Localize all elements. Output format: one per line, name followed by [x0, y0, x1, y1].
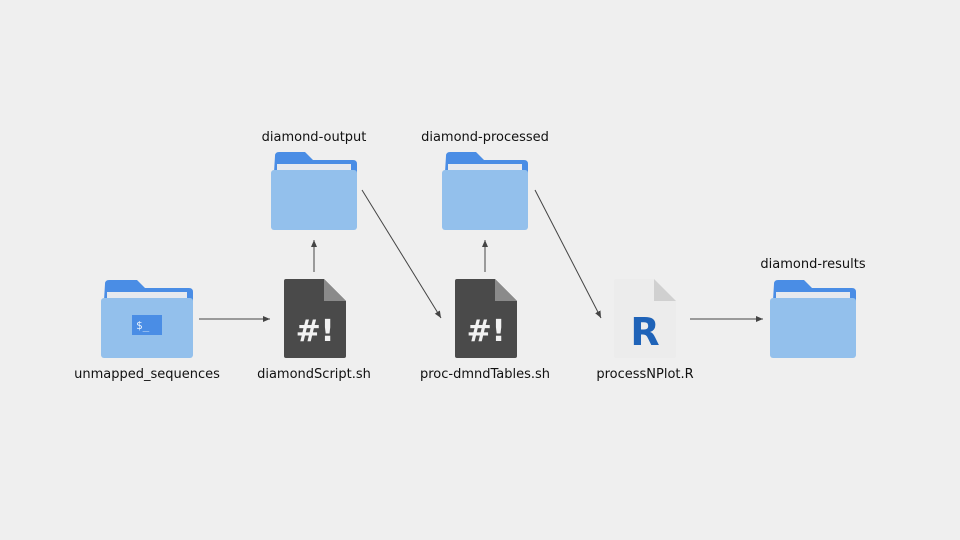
- r-letter-glyph: R: [630, 310, 659, 354]
- node-label: diamond-output: [261, 130, 367, 145]
- terminal-badge-text: $_: [136, 319, 150, 332]
- node-label: unmapped_sequences: [74, 367, 220, 382]
- shebang-glyph: #!: [296, 314, 335, 349]
- shebang-glyph: #!: [467, 314, 506, 349]
- shell-script-file-icon: #!: [284, 279, 346, 358]
- folder-icon: [271, 152, 357, 230]
- folder-icon: [442, 152, 528, 230]
- terminal-folder-icon: $_: [101, 280, 193, 358]
- node-label: diamond-processed: [421, 130, 549, 145]
- node-label: diamond-results: [760, 257, 866, 272]
- folder-icon: [770, 280, 856, 358]
- node-label: diamondScript.sh: [257, 367, 371, 382]
- arrow-processed-to-processnplot: [534, 189, 602, 319]
- arrow-output-to-procdmnd: [361, 189, 442, 319]
- r-script-file-icon: R: [614, 279, 676, 358]
- node-label: processNPlot.R: [596, 367, 694, 382]
- node-label: proc-dmndTables.sh: [419, 367, 551, 382]
- shell-script-file-icon: #!: [455, 279, 517, 358]
